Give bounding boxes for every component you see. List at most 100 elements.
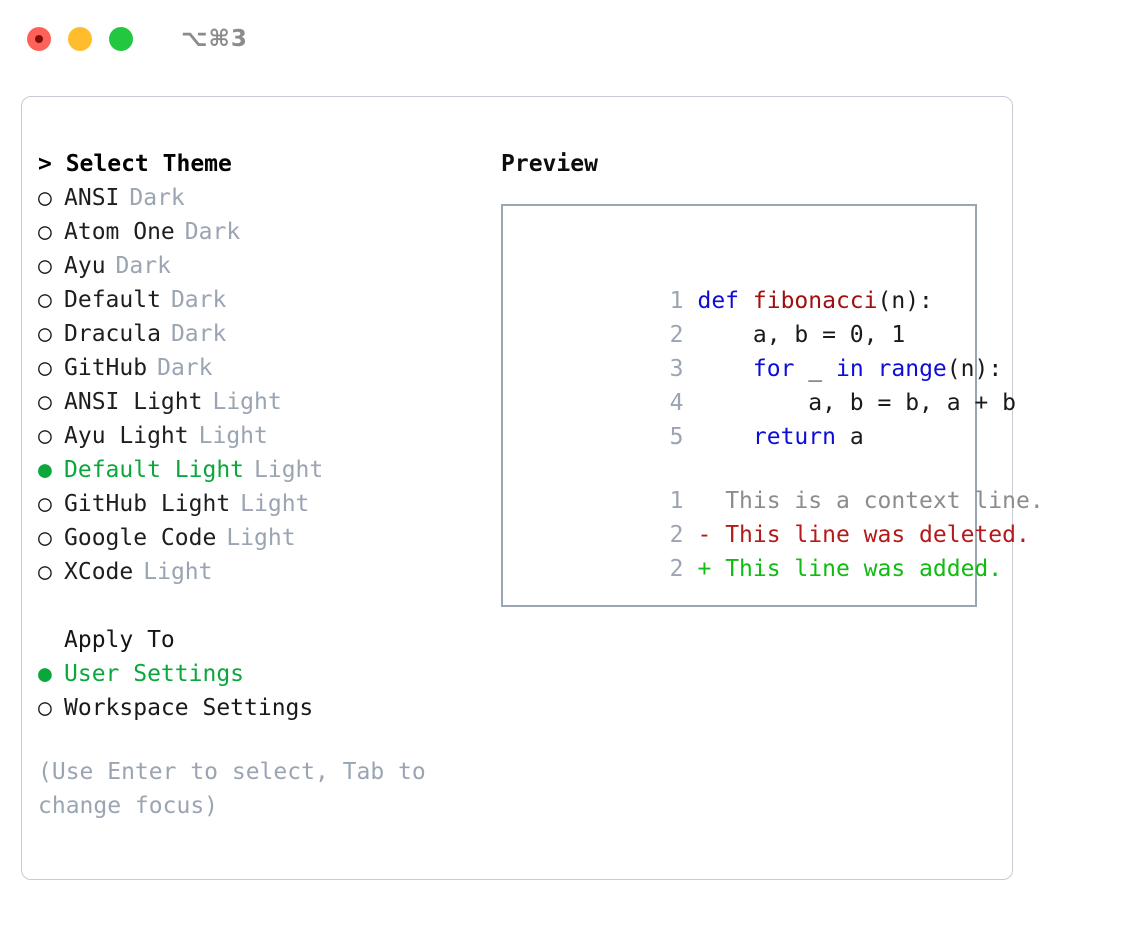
radio-unselected-icon: ○ <box>38 559 52 585</box>
radio-unselected-icon: ○ <box>38 253 52 279</box>
apply-to-option-workspace-settings[interactable]: ○ Workspace Settings <box>38 691 478 725</box>
apply-to-option-label: Workspace Settings <box>64 695 314 721</box>
code-token: in <box>835 356 864 382</box>
theme-list-item[interactable]: ○ XCode Light <box>38 555 478 589</box>
code-token: def <box>697 288 753 314</box>
code-line: 4 a, b = b, a + b <box>503 352 1016 416</box>
theme-tag: Dark <box>184 219 241 245</box>
theme-list-item[interactable]: ○ Atom One Dark <box>38 215 478 249</box>
theme-name: GitHub Light <box>64 491 231 517</box>
maximize-button[interactable] <box>109 27 133 51</box>
diff-text: This line was added. <box>725 556 1003 582</box>
theme-tag: Dark <box>157 355 213 381</box>
theme-tag: Dark <box>170 287 227 313</box>
theme-name: XCode <box>64 559 134 585</box>
theme-name: ANSI Light <box>64 389 203 415</box>
code-token: (n): <box>946 356 1003 382</box>
theme-name: GitHub <box>64 355 148 381</box>
diff-marker: - <box>697 522 726 548</box>
code-line: 3 for _ in range(n): <box>503 318 1003 382</box>
theme-tag: Dark <box>115 253 171 279</box>
line-number: 3 <box>669 356 684 382</box>
theme-tag: Light <box>143 559 213 585</box>
close-button[interactable] <box>27 27 51 51</box>
diff-line-deleted: 2- This line was deleted. <box>503 484 1030 548</box>
radio-unselected-icon: ○ <box>38 287 52 313</box>
radio-unselected-icon: ○ <box>38 355 52 381</box>
theme-tag: Light <box>226 525 296 551</box>
code-token: fibonacci <box>752 288 878 314</box>
code-line: 5 return a <box>503 386 975 450</box>
line-number: 1 <box>669 288 684 314</box>
theme-name: Atom One <box>64 219 175 245</box>
theme-tag: Dark <box>170 321 227 347</box>
code-token: return <box>752 424 836 450</box>
theme-tag: Light <box>240 491 310 517</box>
radio-unselected-icon: ○ <box>38 423 52 449</box>
keyboard-shortcut-label: ⌥⌘3 <box>181 26 248 52</box>
theme-picker-heading: > Select Theme <box>38 151 232 177</box>
code-token <box>864 356 878 382</box>
close-icon <box>35 35 43 43</box>
diff-marker <box>697 488 725 514</box>
code-token <box>697 356 752 382</box>
diff-text: This is a context line. <box>725 488 1044 514</box>
code-token: range <box>877 356 947 382</box>
code-token: _ <box>794 356 836 382</box>
list-spacer <box>38 589 478 623</box>
theme-tag: Dark <box>129 185 185 211</box>
keyboard-hint-text: (Use Enter to select, Tab to change focu… <box>38 759 426 819</box>
theme-list-item[interactable]: ○ ANSI Light Light <box>38 385 478 419</box>
preview-label: Preview <box>501 151 598 177</box>
apply-to-title: Apply To <box>64 627 175 653</box>
line-number: 2 <box>669 322 684 348</box>
radio-selected-icon: ● <box>38 661 52 687</box>
line-number: 2 <box>669 522 684 548</box>
code-token: (n): <box>877 288 933 314</box>
theme-name: Default Light <box>64 457 245 483</box>
title-bar: ⌥⌘3 <box>0 0 1140 78</box>
apply-to-option-user-settings[interactable]: ● User Settings <box>38 657 478 691</box>
line-number: 2 <box>669 556 684 582</box>
code-line: 1 def fibonacci(n): <box>503 250 975 314</box>
diff-line-added: 2 + This line was added. <box>503 518 1003 582</box>
code-token <box>697 424 752 450</box>
theme-list-item[interactable]: ○ GitHub Dark <box>38 351 478 385</box>
code-token: a <box>835 424 864 450</box>
radio-unselected-icon: ○ <box>38 219 52 245</box>
theme-list-item[interactable]: ○ Google Code Light <box>38 521 478 555</box>
theme-list-item[interactable]: ○ Default Dark <box>38 283 478 317</box>
minimize-button[interactable] <box>68 27 92 51</box>
diff-line-context: 1 This is a context line. <box>503 450 1044 514</box>
code-line: 2 a, b = 0, 1 <box>503 284 975 348</box>
radio-unselected-icon: ○ <box>38 389 52 415</box>
apply-to-option-label: User Settings <box>64 661 245 687</box>
theme-name: Default <box>64 287 161 313</box>
theme-tag: Light <box>198 423 268 449</box>
theme-tag: Light <box>254 457 324 483</box>
theme-tag: Light <box>212 389 282 415</box>
radio-unselected-icon: ○ <box>38 695 52 721</box>
theme-name: Google Code <box>64 525 217 551</box>
radio-unselected-icon: ○ <box>38 525 52 551</box>
line-number: 5 <box>669 424 684 450</box>
window-controls <box>27 27 133 51</box>
diff-text: This line was deleted. <box>725 522 1030 548</box>
radio-selected-icon: ● <box>38 457 52 483</box>
theme-list-item-selected[interactable]: ● Default Light Light <box>38 453 478 487</box>
radio-unselected-icon: ○ <box>38 321 52 347</box>
code-token: for <box>752 356 795 382</box>
code-token: a, b = 0, 1 <box>697 322 906 348</box>
diff-marker: + <box>697 556 726 582</box>
line-number: 4 <box>669 390 684 416</box>
